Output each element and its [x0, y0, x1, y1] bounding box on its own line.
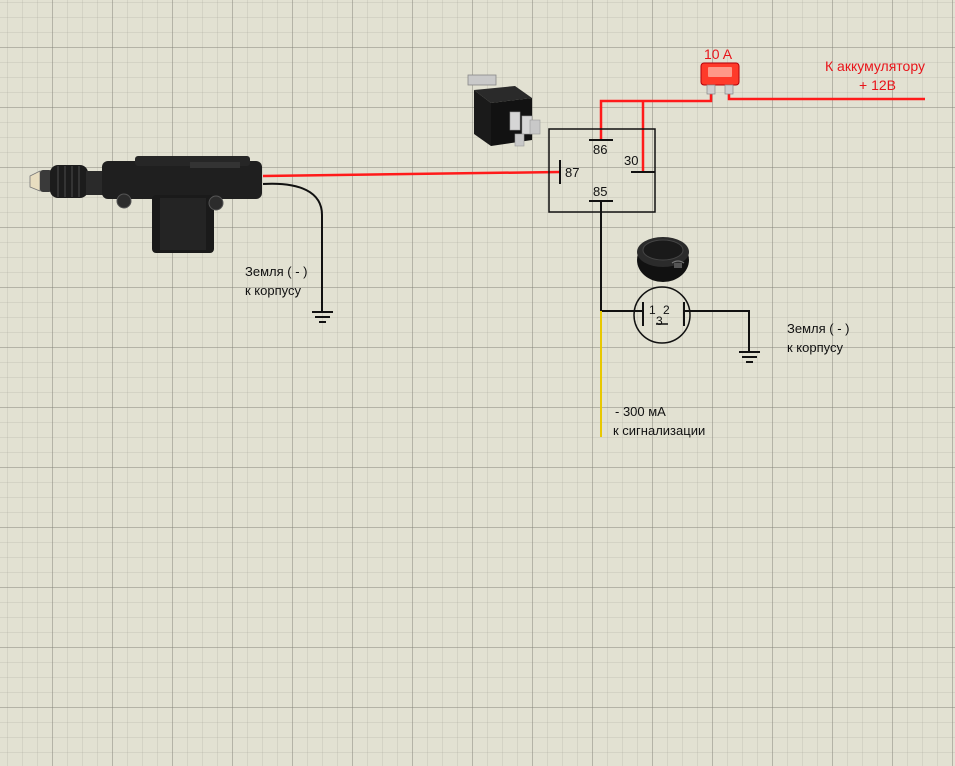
relay-pin-85: 85 [593, 184, 608, 199]
wire-87-to-actuator [262, 170, 561, 178]
switch-pin-2: 2 [663, 303, 670, 317]
ground-left-line1: Земля ( - ) [245, 264, 308, 279]
relay-photo-icon [467, 74, 541, 147]
relay-pin-87: 87 [565, 165, 580, 180]
wire-actuator-to-ground [262, 182, 323, 311]
ground-right-line1: Земля ( - ) [787, 321, 850, 336]
relay-pin-86: 86 [593, 142, 608, 157]
wire-battery-to-fuse [727, 93, 925, 101]
ground-symbol-icon [312, 311, 333, 323]
push-button-photo-icon [637, 237, 689, 282]
wire-85-to-switch [600, 201, 640, 312]
ground-left-line2: к корпусу [245, 283, 301, 298]
switch-pin-1: 1 [649, 303, 656, 317]
fuse-rating-label: 10 A [704, 46, 733, 62]
battery-label-line2: + 12В [859, 77, 896, 93]
ground-right-line2: к корпусу [787, 340, 843, 355]
switch-pin-3: 3 [656, 314, 663, 328]
blade-fuse-icon [700, 62, 740, 95]
switch-symbol [633, 286, 691, 344]
wire-switch-to-ground [684, 310, 750, 351]
battery-label-line1: К аккумулятору [825, 58, 925, 74]
alarm-line1: - 300 мА [615, 404, 666, 419]
wires [262, 93, 925, 437]
alarm-line2: к сигнализации [613, 423, 706, 438]
relay-symbol [548, 128, 656, 213]
door-lock-actuator-icon [29, 156, 262, 253]
ground-symbol-icon [739, 351, 760, 363]
wire-fuse-to-86 [599, 93, 713, 140]
relay-pin-30: 30 [624, 153, 639, 168]
